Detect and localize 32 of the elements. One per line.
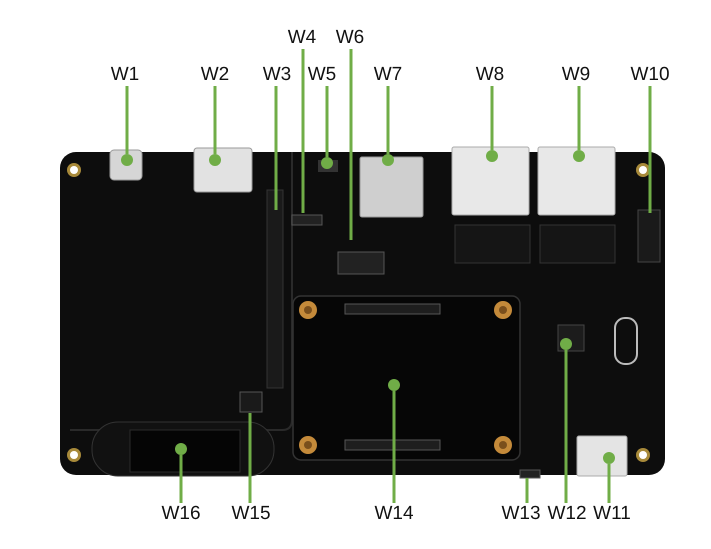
leader-line: [274, 86, 278, 210]
leader-line: [180, 455, 182, 503]
leader-line: [526, 478, 528, 503]
leader-line: [392, 391, 396, 503]
callout-label: W14: [370, 503, 418, 525]
callout-label: W10: [626, 64, 674, 86]
callout-label: W7: [364, 64, 412, 86]
callout-label: W3: [253, 64, 301, 86]
callout-label: W13: [497, 503, 545, 525]
callout-label: W15: [227, 503, 275, 525]
leader-line: [578, 86, 580, 150]
callout-label: W6: [326, 27, 374, 49]
leader-line: [248, 413, 252, 503]
callout-label: W9: [552, 64, 600, 86]
leader-line: [490, 86, 494, 150]
leader-line: [648, 86, 652, 213]
leader-line: [302, 49, 304, 213]
callout-label: W5: [298, 64, 346, 86]
callout-label: W12: [543, 503, 591, 525]
callout-label: W2: [191, 64, 239, 86]
leader-line: [326, 86, 328, 157]
leader-line: [564, 350, 568, 503]
callout-label: W11: [588, 503, 636, 525]
callout-label: W1: [101, 64, 149, 86]
callout-label: W8: [466, 64, 514, 86]
callout-label: W16: [157, 503, 205, 525]
leader-line: [386, 86, 390, 154]
leader-line: [608, 464, 610, 503]
leader-line: [350, 49, 352, 240]
leader-line: [126, 86, 128, 154]
leader-line: [214, 86, 216, 154]
callout-label: W4: [278, 27, 326, 49]
